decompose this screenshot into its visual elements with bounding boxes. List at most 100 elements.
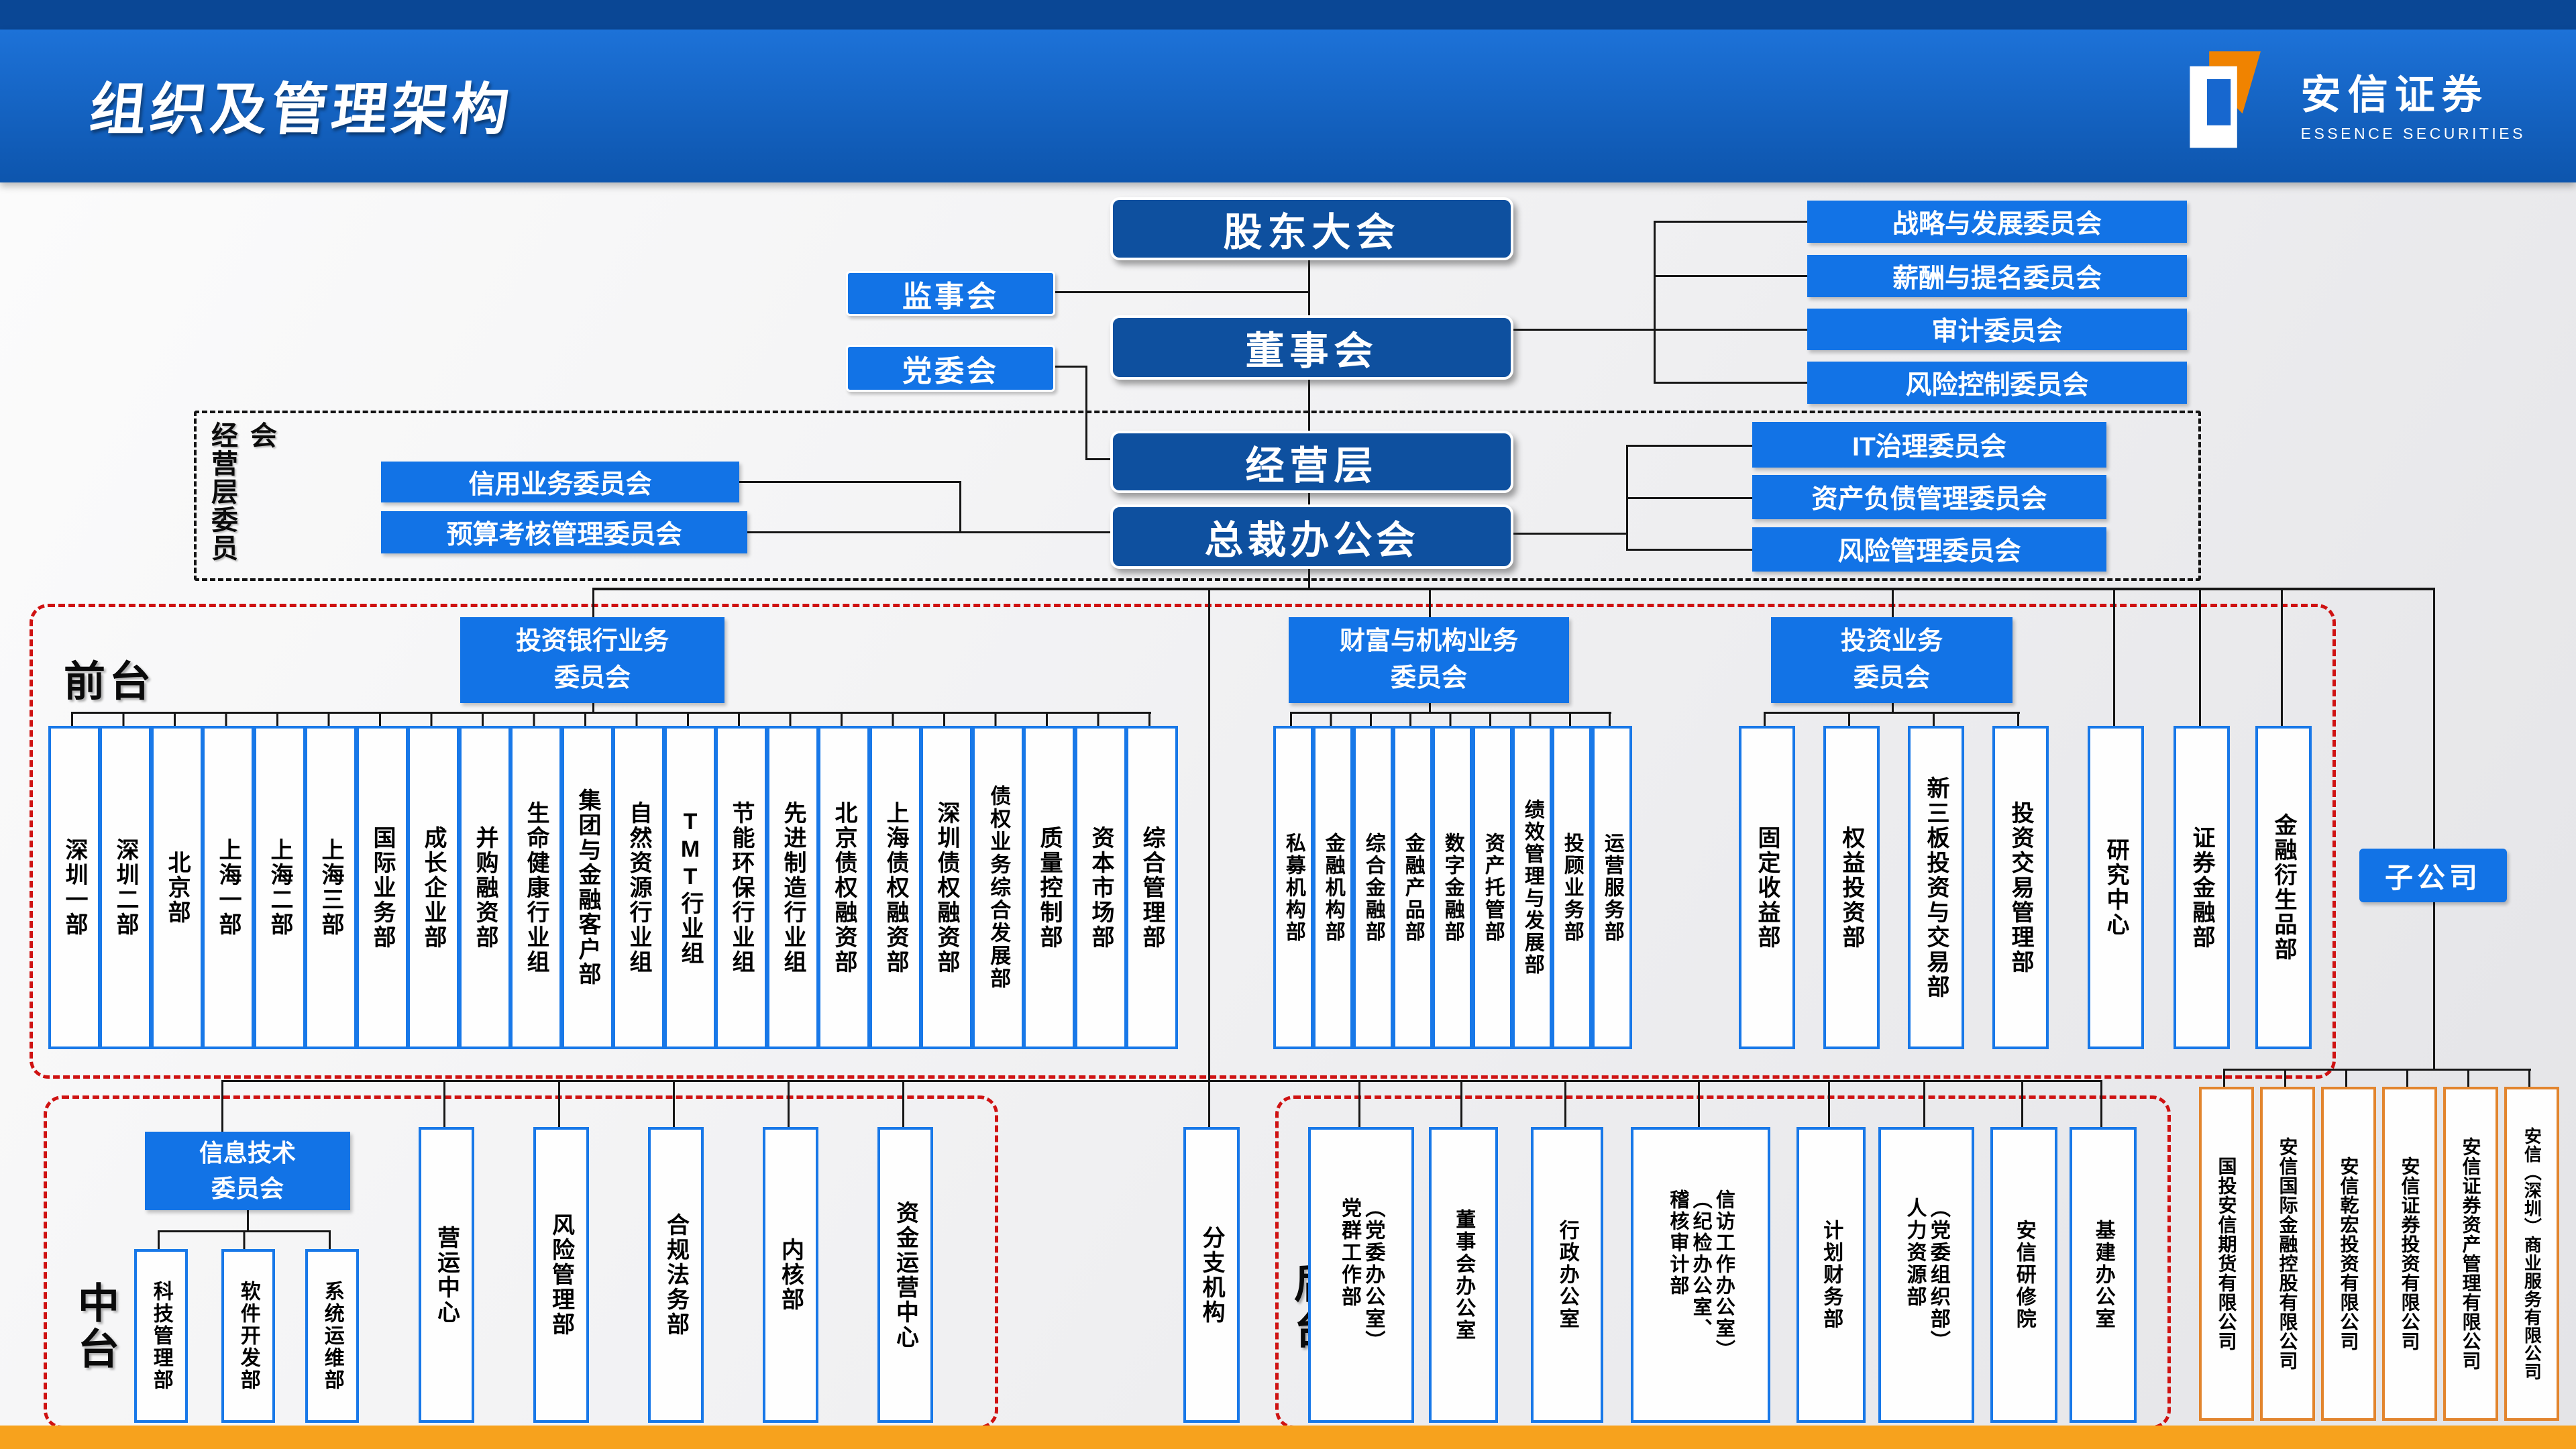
dept-box: 行政办公室 (1531, 1127, 1603, 1423)
connector-ticks (1290, 712, 1611, 726)
connector-line (221, 1080, 2102, 1082)
dept-box: 基建办公室 (2070, 1127, 2137, 1423)
subsidiaries-header: 子公司 (2359, 849, 2507, 902)
connector-line (1626, 549, 1752, 551)
supervisory-board-box: 监事会 (846, 271, 1055, 316)
connector-line (247, 1210, 249, 1231)
front-office-label: 前台 (64, 659, 156, 705)
connector-line (1698, 1080, 1700, 1127)
connector-line (1654, 382, 1807, 384)
dept-box: 数字金融部 (1432, 726, 1472, 1049)
connector-line (1051, 291, 1309, 293)
dept-box: 投资交易管理部 (1992, 726, 2049, 1049)
connector-line (1626, 445, 1752, 447)
dept-box: 计划财务部 (1796, 1127, 1866, 1423)
connector-ticks (2223, 1069, 2531, 1087)
dept-box: 运营服务部 (1592, 726, 1632, 1049)
dept-box: 深圳二部 (99, 726, 152, 1049)
dept-box: 研究中心 (2088, 726, 2144, 1049)
connector-line (1564, 1080, 1566, 1127)
committee-compensation-box: 薪酬与提名委员会 (1807, 255, 2187, 297)
management-committees-region-label: 经营层委员会 (207, 421, 276, 562)
dept-box: 私募机构部 (1273, 726, 1313, 1049)
dept-box: 节能环保行业组 (715, 726, 767, 1049)
dept-box: 董事会办公室 (1429, 1127, 1498, 1423)
wealth-committee-header: 财富与机构业务 委员会 (1289, 617, 1569, 703)
committee-risk-control-box: 风险控制委员会 (1807, 362, 2187, 404)
dept-box: 资金运营中心 (877, 1127, 933, 1423)
alm-committee-box: 资产负债管理委员会 (1752, 475, 2106, 519)
connector-ticks (1764, 712, 2020, 726)
connector-line (2100, 1080, 2102, 1127)
connector-line (1051, 366, 1087, 368)
dept-box: 自然资源行业组 (612, 726, 665, 1049)
connector-line (1308, 374, 1310, 431)
dept-box: 绩效管理与发展部 (1512, 726, 1552, 1049)
dept-box: 国际业务部 (356, 726, 409, 1049)
front-office-region (30, 604, 2336, 1079)
brand-name-cn: 安信证券 (2300, 72, 2489, 117)
budget-assessment-committee-box: 预算考核管理委员会 (381, 511, 747, 553)
dept-box: 债权业务综合发展部 (972, 726, 1024, 1049)
ib-committee-header: 投资银行业务 委员会 (460, 617, 724, 703)
dept-box: TMT行业组 (664, 726, 716, 1049)
dept-box: 上海一部 (202, 726, 254, 1049)
header-top-strip (0, 0, 2576, 30)
management-committees-region (194, 411, 2201, 581)
dept-box: 北京债权融资部 (818, 726, 870, 1049)
subsidiary-box: 安信乾宏投资有限公司 (2321, 1087, 2376, 1421)
connector-line (2021, 1080, 2023, 1127)
dept-box: 集团与金融客户部 (561, 726, 614, 1049)
brand-logo: 安信证券 ESSENCE SECURITIES (2175, 47, 2526, 158)
dept-box: 北京部 (151, 726, 203, 1049)
dept-box: 科技管理部 (134, 1249, 188, 1423)
brand-logo-icon (2175, 47, 2282, 158)
connector-line (2433, 902, 2435, 1070)
connector-line (788, 1080, 790, 1127)
dept-box: 新三板投资与交易部 (1908, 726, 1964, 1049)
brand-name-en: ESSENCE SECURITIES (2300, 124, 2526, 142)
connector-line (443, 1080, 445, 1127)
dept-box: 风险管理部 (533, 1127, 589, 1423)
dept-box: 权益投资部 (1823, 726, 1880, 1049)
dept-box: 人力资源部 （党委组织部） (1878, 1127, 1974, 1423)
connector-line (673, 1080, 675, 1127)
connector-ticks (158, 1230, 331, 1249)
shareholders-meeting-box: 股东大会 (1110, 197, 1513, 260)
page-title: 组织及管理架构 (87, 78, 517, 141)
connector-line (1085, 458, 1112, 460)
dept-box: 系统运维部 (305, 1249, 359, 1423)
connector-line (592, 588, 594, 619)
connector-line (1508, 533, 1626, 535)
connector-line (1508, 329, 1654, 331)
subsidiary-box: 国投安信期货有限公司 (2199, 1087, 2254, 1421)
dept-box: 资本市场部 (1075, 726, 1127, 1049)
connector-line (1892, 588, 1894, 619)
connector-line (747, 531, 1110, 533)
connector-line (1654, 221, 1807, 223)
connector-line (2199, 588, 2201, 726)
connector-line (1308, 488, 1310, 504)
dept-box: 成长企业部 (407, 726, 460, 1049)
invest-committee-header: 投资业务 委员会 (1771, 617, 2012, 703)
dept-box: 投顾业务部 (1552, 726, 1592, 1049)
connector-line (1429, 588, 1431, 619)
it-committee-header: 信息技术 委员会 (145, 1132, 350, 1210)
connector-line (1654, 275, 1807, 277)
dept-box: 上海二部 (254, 726, 306, 1049)
connector-line (1308, 255, 1310, 315)
dept-box: 质量控制部 (1023, 726, 1075, 1049)
dept-box: 金融产品部 (1393, 726, 1433, 1049)
connector-line (1923, 1080, 1925, 1127)
connector-line (959, 481, 961, 533)
connector-line (221, 1080, 223, 1132)
dept-box: 营运中心 (419, 1127, 474, 1423)
connector-line (592, 703, 594, 714)
connector-line (1626, 497, 1752, 499)
connector-line (2433, 588, 2435, 849)
subsidiary-box: 安信（深圳）商业服务有限公司 (2504, 1087, 2559, 1421)
credit-business-committee-box: 信用业务委员会 (381, 462, 739, 502)
board-of-directors-box: 董事会 (1110, 315, 1513, 380)
committee-strategy-box: 战略与发展委员会 (1807, 201, 2187, 243)
dept-box: 生命健康行业组 (510, 726, 562, 1049)
